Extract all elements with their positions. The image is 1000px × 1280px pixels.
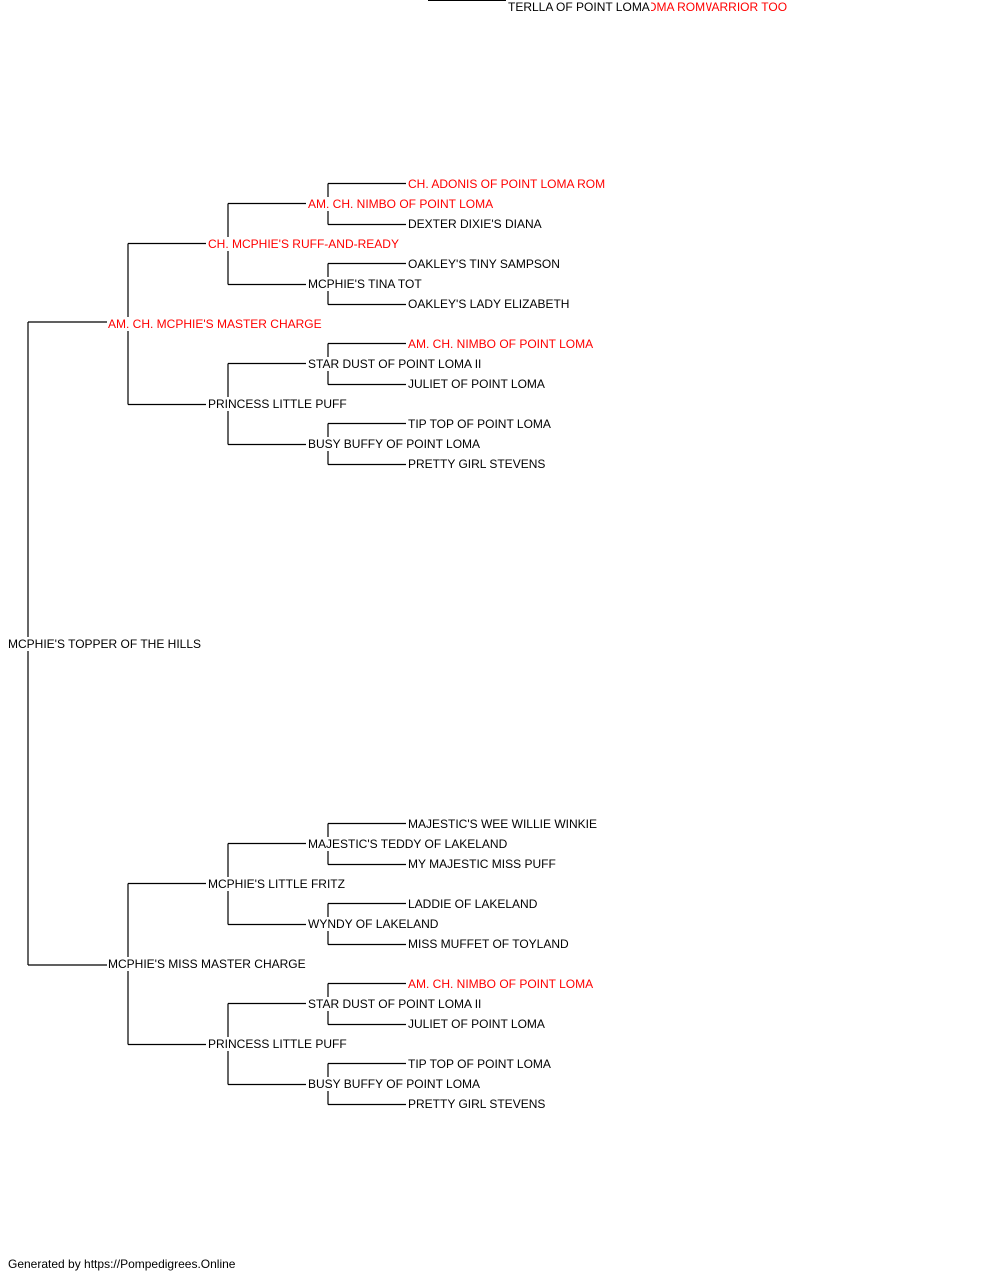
dog-name: MAJESTIC'S WEE WILLIE WINKIE (407, 817, 598, 831)
dog-name: PRETTY GIRL STEVENS (407, 1097, 547, 1111)
dog-name: STAR DUST OF POINT LOMA II (307, 357, 483, 371)
dog-name-champion: AM. CH. NIMBO OF POINT LOMA (407, 977, 595, 991)
dog-name: TIP TOP OF POINT LOMA (407, 417, 552, 431)
dog-name: PRINCESS LITTLE PUFF (207, 397, 348, 411)
dog-name-champion: AM. CH. MCPHIE'S MASTER CHARGE (107, 317, 323, 331)
dog-name: BUSY BUFFY OF POINT LOMA (307, 437, 482, 451)
dog-name: MAJESTIC'S TEDDY OF LAKELAND (307, 837, 509, 851)
dog-name: JULIET OF POINT LOMA (407, 1017, 546, 1031)
dog-name: MCPHIE'S MISS MASTER CHARGE (107, 957, 307, 971)
dog-name: MCPHIE'S TOPPER OF THE HILLS (7, 637, 203, 651)
dog-name: WYNDY OF LAKELAND (307, 917, 440, 931)
dog-name: MISS MUFFET OF TOYLAND (407, 937, 570, 951)
dog-name-champion: CH. ADONIS OF POINT LOMA ROM (407, 177, 607, 191)
dog-name: JULIET OF POINT LOMA (407, 377, 546, 391)
dog-name-champion: CH. MCPHIE'S RUFF-AND-READY (207, 237, 400, 251)
dog-name: OAKLEY'S LADY ELIZABETH (407, 297, 571, 311)
dog-name: MY MAJESTIC MISS PUFF (407, 857, 557, 871)
dog-name: PRINCESS LITTLE PUFF (207, 1037, 348, 1051)
dog-name: DEXTER DIXIE'S DIANA (407, 217, 543, 231)
dog-name: PRETTY GIRL STEVENS (407, 457, 547, 471)
dog-name: TERLLA OF POINT LOMA (507, 0, 651, 14)
dog-name: BUSY BUFFY OF POINT LOMA (307, 1077, 482, 1091)
dog-name: MCPHIE'S LITTLE FRITZ (207, 877, 346, 891)
dog-name: TIP TOP OF POINT LOMA (407, 1057, 552, 1071)
dog-name: OAKLEY'S TINY SAMPSON (407, 257, 561, 271)
dog-name: STAR DUST OF POINT LOMA II (307, 997, 483, 1011)
dog-name: LADDIE OF LAKELAND (407, 897, 539, 911)
dog-name-champion: AM. CH. NIMBO OF POINT LOMA (307, 197, 495, 211)
dog-name-champion: AM. CH. NIMBO OF POINT LOMA (407, 337, 595, 351)
generator-credit: Generated by https://Pompedigrees.Online (8, 1257, 236, 1271)
dog-name: MCPHIE'S TINA TOT (307, 277, 423, 291)
